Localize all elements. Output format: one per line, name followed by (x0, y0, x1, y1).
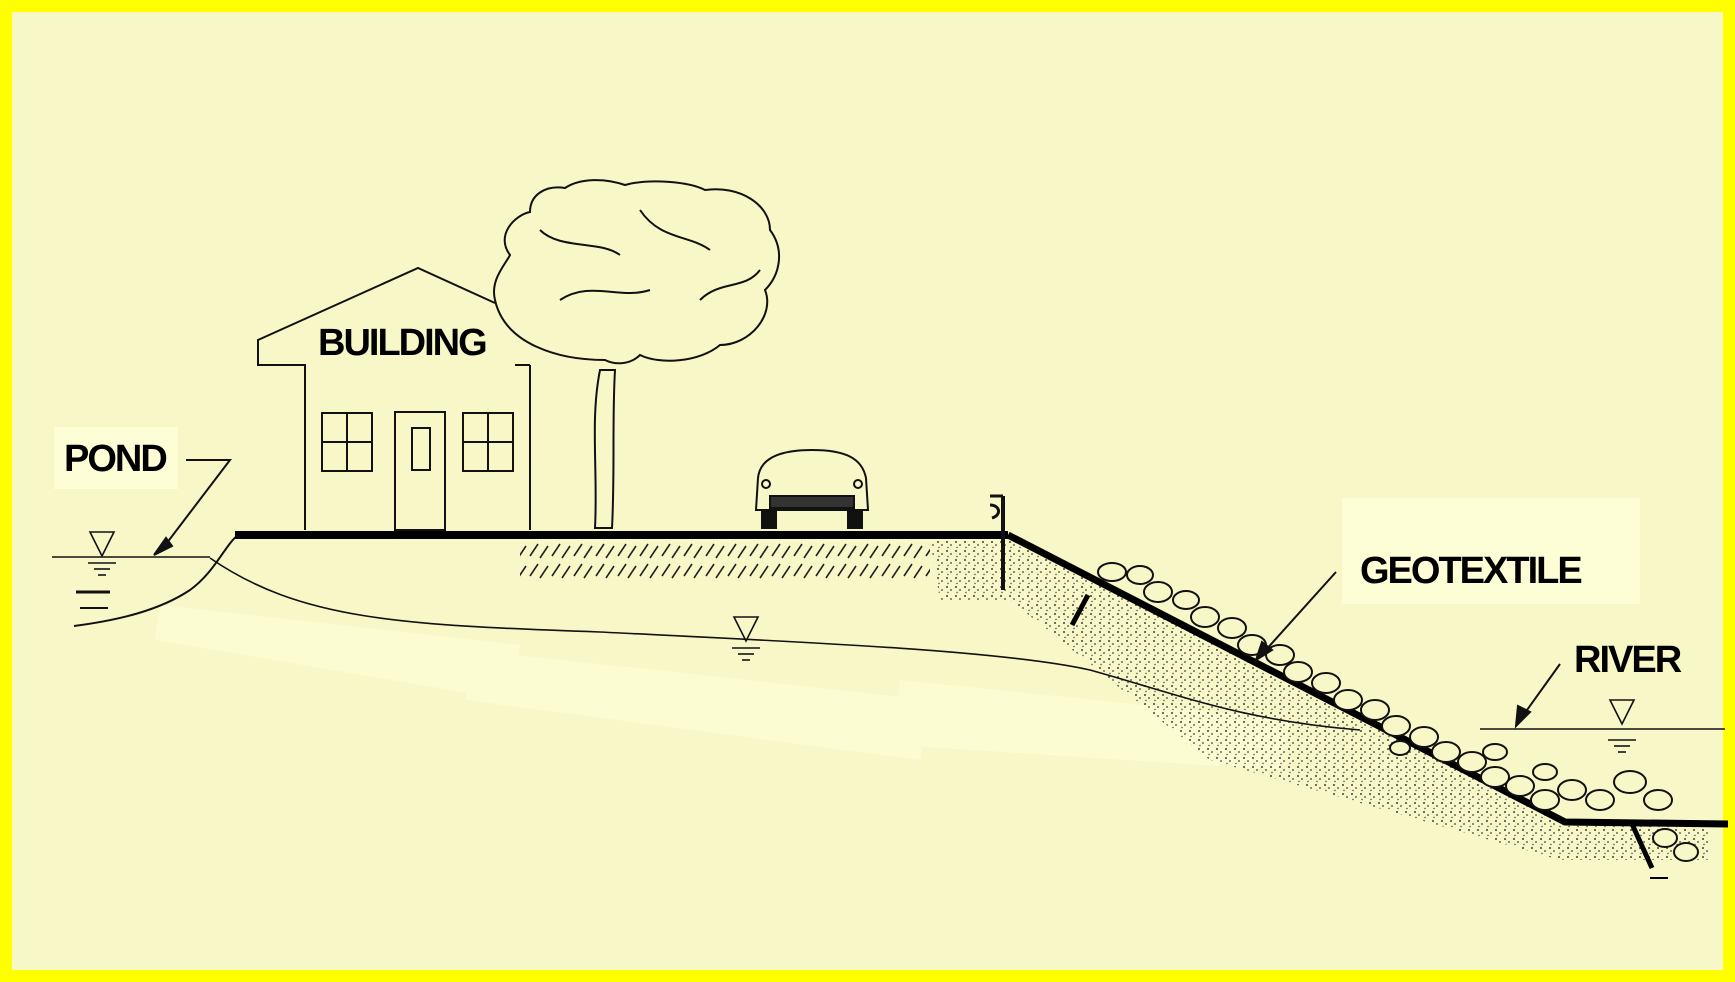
water-level-symbol-river (1608, 699, 1636, 753)
geotextile-label: GEOTEXTILE (1360, 550, 1583, 592)
building-label: BUILDING (318, 322, 488, 364)
geotextile-line (1006, 531, 1729, 828)
fence-post (989, 494, 1005, 590)
geotextile-label-bg (1342, 498, 1640, 604)
leader-lines (153, 459, 1561, 729)
soil-bands (155, 605, 1290, 770)
pond (52, 534, 239, 627)
pond-label: POND (64, 438, 168, 480)
anchor-key (1069, 593, 1091, 627)
phreatic-line (209, 557, 1361, 731)
embankment-fill (930, 540, 1710, 860)
water-level-symbol-pond (88, 531, 116, 576)
building (257, 266, 531, 531)
river-label: RIVER (1574, 639, 1682, 681)
pond-label-bg (54, 427, 178, 489)
car (754, 448, 870, 529)
water-level-symbol-groundwater (732, 616, 760, 661)
road-base-hatch (520, 540, 930, 582)
tree (493, 179, 781, 529)
toe-trench (1629, 822, 1655, 870)
